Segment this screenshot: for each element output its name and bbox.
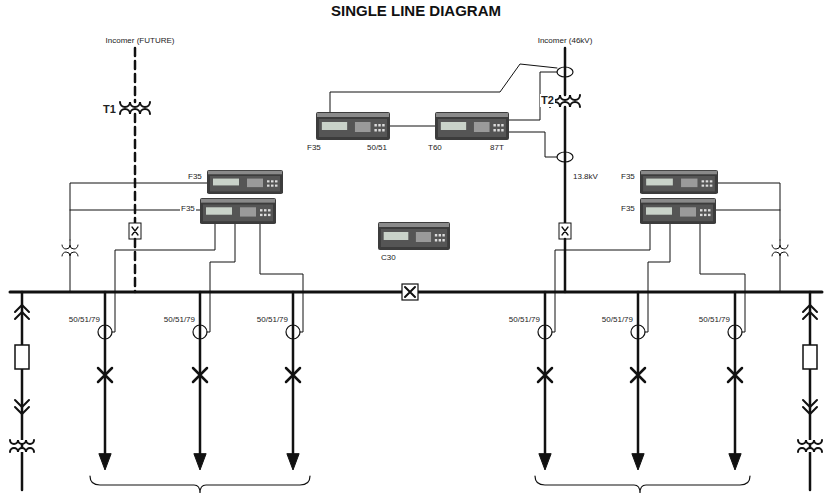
relay-unit: F35 <box>207 170 283 194</box>
relay-unit: F35 <box>200 198 276 224</box>
feeder-group-brace <box>535 476 750 493</box>
incomer-label: Incomer (FUTURE) <box>105 36 176 46</box>
transformer-label: T1 <box>102 103 117 116</box>
left-vt <box>62 183 207 292</box>
relay-label: F35 <box>187 172 203 182</box>
left-drawout-breaker <box>10 292 34 490</box>
relay-unit: F35 <box>640 170 718 194</box>
relay-link <box>390 126 435 127</box>
relay-label: 50/51 <box>366 143 388 153</box>
relay-label: F35 <box>306 143 322 153</box>
relay-unit: F35 <box>640 198 716 224</box>
incomer-label: Incomer (46kV) <box>537 36 594 46</box>
bus-tie-breaker <box>402 284 418 300</box>
protection-label: 50/51/79 <box>163 315 196 325</box>
relay-body <box>640 198 716 224</box>
voltage-label: 13.8kV <box>572 172 599 182</box>
right-vt <box>716 183 788 292</box>
relay-body <box>640 170 718 194</box>
protection-label: 50/51/79 <box>601 315 634 325</box>
ct-wiring <box>330 64 557 157</box>
relay-label: F35 <box>620 172 636 182</box>
bus-tie-cross <box>405 287 415 297</box>
t1-incomer <box>120 48 150 292</box>
protection-label: 50/51/79 <box>698 315 731 325</box>
diagram-title: SINGLE LINE DIAGRAM <box>0 2 832 19</box>
relay-unit: T6087T <box>435 112 509 140</box>
relay-unit: C30 <box>378 222 450 250</box>
relay-unit: F3550/51 <box>316 112 390 140</box>
feeders <box>98 292 742 470</box>
protection-label: 50/51/79 <box>68 315 101 325</box>
protection-label: 50/51/79 <box>256 315 289 325</box>
relay-body <box>435 112 509 140</box>
relay-label: C30 <box>380 253 397 263</box>
transformer-label: T2 <box>540 94 555 107</box>
relay-label: F35 <box>180 204 196 214</box>
relay-label: F35 <box>620 204 636 214</box>
relay-body <box>200 198 276 224</box>
feeder-group-brace <box>90 476 310 493</box>
relay-body <box>316 112 390 140</box>
relay-label: T60 <box>427 143 443 153</box>
protection-label: 50/51/79 <box>508 315 541 325</box>
relay-label: 87T <box>489 143 505 153</box>
relay-body <box>207 170 283 194</box>
right-drawout-breaker <box>798 292 822 490</box>
feeder-ct-wiring <box>112 224 745 332</box>
relay-body <box>378 222 450 250</box>
